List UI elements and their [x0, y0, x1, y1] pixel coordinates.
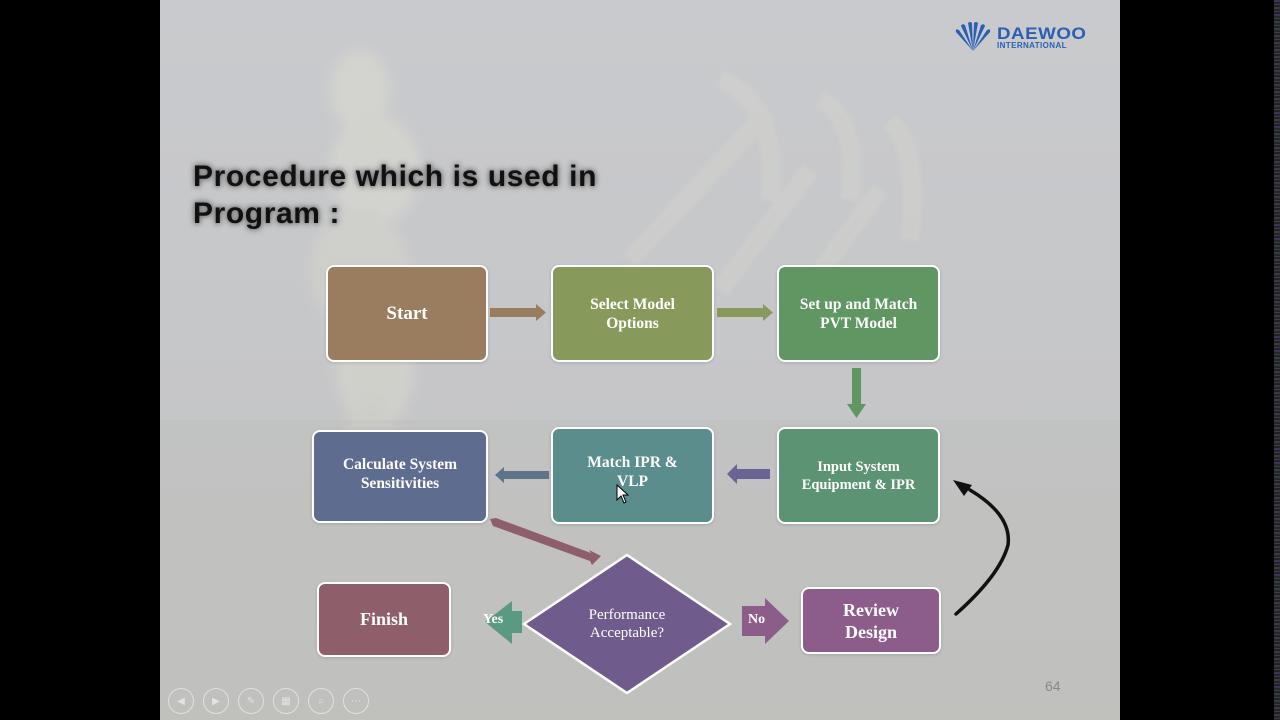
slideshow-nav-toolbar: ◀ ▶ ✎ ▦ ⌕ ⋯: [168, 688, 369, 714]
arrow-select-to-pvt: [717, 304, 773, 321]
next-arrow-icon: ▶: [212, 695, 220, 707]
slides-grid-icon: ▦: [281, 695, 291, 707]
node-review-line-1: Review: [843, 599, 899, 620]
node-match-line-1: Match IPR &: [587, 453, 678, 471]
node-calc-line-1: Calculate System: [342, 455, 458, 473]
logo-sub-text: INTERNATIONAL: [997, 40, 1067, 50]
arrow-decision-to-review: [742, 598, 789, 644]
logo-main-text: DAEWOO: [997, 23, 1087, 43]
arrow-review-to-input: [953, 480, 1011, 616]
previous-slide-button[interactable]: ◀: [168, 688, 194, 714]
node-review-design[interactable]: Review Design: [801, 587, 941, 654]
slide-page-number: 64: [1045, 678, 1061, 694]
magnifier-icon: ⌕: [318, 695, 324, 707]
mouse-cursor-icon: [616, 484, 630, 504]
pen-icon: ✎: [246, 695, 256, 707]
presentation-slide: DAEWOO INTERNATIONAL Procedure which is …: [160, 0, 1120, 720]
more-options-button[interactable]: ⋯: [343, 688, 369, 714]
node-finish-label: Finish: [359, 609, 409, 629]
node-pvt-line-2: PVT Model: [820, 314, 897, 332]
daewoo-shell-icon: [955, 22, 991, 51]
decision-line-2: Acceptable?: [589, 625, 665, 641]
node-review-line-2: Design: [844, 621, 897, 642]
previous-arrow-icon: ◀: [177, 695, 185, 707]
ellipsis-icon: ⋯: [351, 695, 361, 707]
arrow-match-to-calc: [495, 467, 549, 483]
see-all-slides-button[interactable]: ▦: [273, 688, 299, 714]
node-pvt-line-1: Set up and Match: [799, 295, 918, 313]
decision-diamond-shape: [521, 553, 733, 695]
node-select-model-line-2: Options: [606, 314, 659, 332]
slide-title: Procedure which is used in Program :: [193, 158, 597, 232]
node-select-model-options[interactable]: Select Model Options: [551, 265, 714, 362]
decision-label: Performance Acceptable?: [522, 553, 732, 695]
slide-title-line-1: Procedure which is used in: [193, 160, 598, 193]
node-start-label: Start: [386, 302, 428, 324]
node-input-line-2: Equipment & IPR: [801, 476, 916, 493]
node-input-system-equipment[interactable]: Input System Equipment & IPR: [777, 427, 940, 524]
next-slide-button[interactable]: ▶: [203, 688, 229, 714]
screen-edge-noise: [1274, 0, 1280, 720]
decision-line-1: Performance: [588, 607, 666, 623]
node-input-line-1: Input System: [817, 458, 900, 475]
no-label: No: [748, 612, 766, 627]
flowchart-arrows: [485, 304, 1011, 644]
arrow-pvt-to-input: [847, 368, 866, 418]
arrow-calc-to-decision: [490, 518, 601, 565]
node-match-line-2: VLP: [617, 472, 648, 490]
arrow-decision-to-finish: [485, 601, 522, 644]
yes-label: Yes: [483, 612, 504, 627]
node-select-model-line-1: Select Model: [590, 295, 675, 313]
pen-tool-button[interactable]: ✎: [238, 688, 264, 714]
node-calculate-sensitivities[interactable]: Calculate System Sensitivities: [312, 430, 488, 523]
node-finish[interactable]: Finish: [317, 582, 451, 657]
daewoo-logo: DAEWOO INTERNATIONAL: [953, 22, 1086, 52]
arrow-start-to-select: [490, 304, 546, 321]
slide-title-line-2: Program :: [193, 197, 341, 230]
zoom-button[interactable]: ⌕: [308, 688, 334, 714]
arrow-input-to-match: [727, 464, 770, 484]
node-calc-line-2: Sensitivities: [360, 474, 440, 492]
node-start[interactable]: Start: [326, 265, 488, 362]
node-match-ipr-vlp[interactable]: Match IPR & VLP: [551, 427, 714, 524]
node-setup-match-pvt[interactable]: Set up and Match PVT Model: [777, 265, 940, 362]
node-decision-performance[interactable]: Performance Acceptable?: [521, 553, 733, 695]
